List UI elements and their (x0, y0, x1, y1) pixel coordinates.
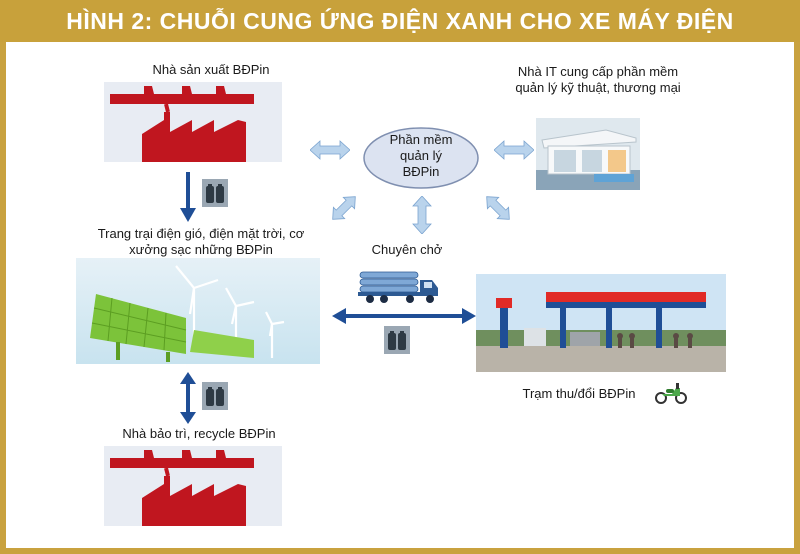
it-provider-label-line2: quản lý kỹ thuật, thương mại (515, 80, 681, 95)
transport-label: Chuyên chở (371, 242, 443, 257)
house-icon (536, 118, 640, 190)
transport-double-arrow (332, 308, 476, 324)
software-label-line3: BĐPin (402, 164, 440, 179)
software-label-line2: quản lý (400, 148, 442, 163)
double-arrow-left (310, 140, 350, 160)
maintenance-label: Nhà bảo trì, recycle BĐPin (122, 426, 276, 441)
battery-icon (202, 179, 228, 207)
double-arrow-diag-left (328, 192, 360, 224)
title-bar: HÌNH 2: CHUỖI CUNG ỨNG ĐIỆN XANH CHO XE … (0, 0, 800, 42)
manufacturer-label: Nhà sản xuất BĐPin (152, 62, 270, 77)
charging-farm-label-line1: Trang trại điện gió, điện mặt trời, cơ (97, 226, 305, 241)
double-arrow-right (494, 140, 534, 160)
factory-icon (104, 446, 282, 526)
diagram-panel: Nhà sản xuất BĐPin (6, 42, 794, 548)
arrow-down-manufacturer (180, 172, 196, 222)
it-provider-label-line1: Nhà IT cung cấp phần mềm (517, 64, 679, 79)
wind-solar-farm-image (76, 258, 320, 364)
battery-icon (202, 382, 228, 410)
software-label-line1: Phần mềm (389, 132, 453, 147)
arrow-updown-maintenance (180, 372, 196, 424)
gas-station-icon (476, 274, 726, 372)
double-arrow-down (412, 196, 432, 234)
wind-turbine-icon (175, 265, 285, 358)
swap-station-label: Trạm thu/đổi BĐPin (522, 386, 636, 401)
double-arrow-diag-right (482, 192, 514, 224)
battery-icon (384, 326, 410, 354)
scooter-icon (654, 380, 688, 404)
truck-icon (358, 268, 440, 306)
solar-panel-icon (90, 294, 254, 362)
charging-farm-label-line2: xưởng sạc những BĐPin (129, 242, 273, 257)
factory-icon (104, 82, 282, 162)
figure-title: HÌNH 2: CHUỖI CUNG ỨNG ĐIỆN XANH CHO XE … (66, 7, 734, 34)
software-ellipse (362, 126, 480, 190)
